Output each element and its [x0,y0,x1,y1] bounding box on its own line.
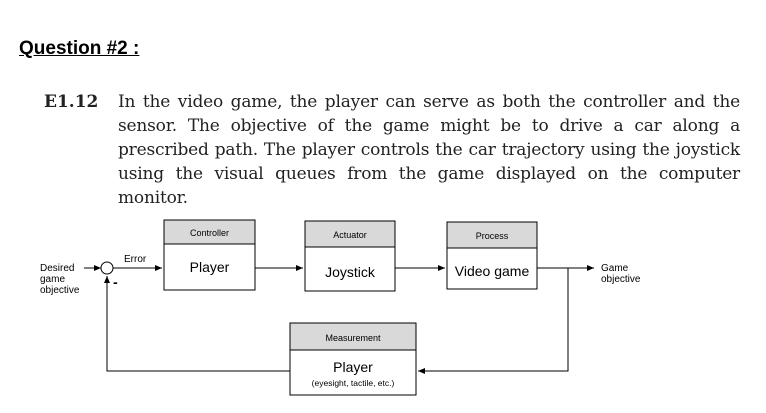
input-label-line2: game [40,274,65,285]
actuator-block: Actuator Joystick [304,220,396,292]
process-header: Process [476,231,509,241]
feedback-return-line [104,276,290,372]
problem-number: E1.12 [44,92,99,112]
measurement-block: Measurement Player (eyesight, tactile, e… [289,322,417,396]
measurement-header: Measurement [325,333,381,343]
controller-body: Player [190,259,230,275]
error-label: Error [124,254,147,265]
minus-sign: - [113,274,118,290]
summing-junction [100,261,114,275]
controller-block: Controller Player [163,219,256,291]
actuator-body: Joystick [325,264,376,280]
output-label-line2: objective [601,274,641,285]
problem-text: In the video game, the player can serve … [118,92,740,208]
input-label-line1: Desired [40,263,74,274]
measurement-body: Player [333,359,373,375]
question-heading: Question #2 : [19,38,140,59]
actuator-header: Actuator [333,230,367,240]
output-label-line1: Game [601,263,629,274]
input-label-line3: objective [40,285,80,296]
process-body: Video game [455,263,530,279]
measurement-sub: (eyesight, tactile, etc.) [312,378,395,388]
feedback-tap-line [418,268,569,374]
process-block: Process Video game [446,221,538,290]
controller-header: Controller [190,228,229,238]
